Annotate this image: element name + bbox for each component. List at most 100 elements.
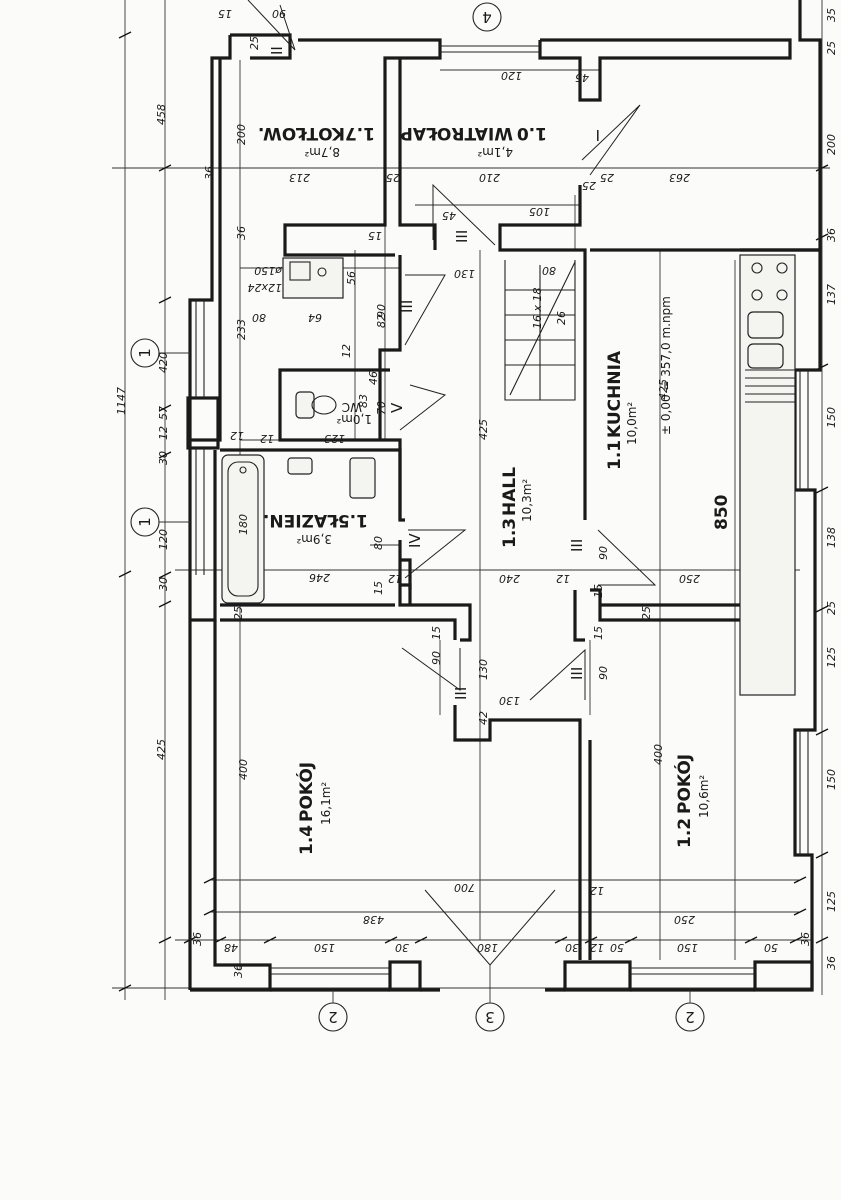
svg-text:130: 130 (454, 267, 475, 280)
svg-text:III: III (568, 539, 586, 552)
svg-text:105: 105 (529, 205, 550, 218)
svg-text:1,0m²: 1,0m² (336, 412, 372, 426)
svg-text:26: 26 (555, 311, 568, 325)
svg-text:16,1m²: 16,1m² (319, 782, 333, 825)
svg-text:700: 700 (454, 881, 475, 894)
svg-text:46: 46 (367, 371, 380, 385)
svg-text:438: 438 (363, 913, 384, 926)
svg-text:ŁAZIEN.: ŁAZIEN. (263, 510, 339, 530)
svg-text:240: 240 (499, 572, 520, 585)
fixtures (221, 254, 796, 696)
svg-text:400: 400 (237, 759, 250, 780)
svg-text:80: 80 (252, 311, 266, 324)
svg-text:15: 15 (430, 626, 443, 640)
svg-text:1.0: 1.0 (517, 123, 547, 143)
svg-text:12: 12 (157, 426, 170, 440)
svg-text:123: 123 (324, 432, 345, 445)
svg-text:8,7m²: 8,7m² (304, 145, 340, 159)
room-labels: 1.0 WIATROŁAP 4,1m² 1.7 KOTŁOW. 8,7m² 1.… (258, 123, 711, 855)
svg-text:25: 25 (248, 36, 261, 50)
svg-text:82: 82 (375, 314, 388, 328)
svg-text:16 x 18: 16 x 18 (531, 288, 544, 330)
svg-text:I: I (596, 126, 600, 144)
svg-text:1.5: 1.5 (338, 510, 368, 530)
svg-text:425: 425 (657, 379, 670, 400)
svg-text:246: 246 (309, 571, 330, 584)
svg-text:III: III (453, 230, 471, 243)
svg-text:II: II (268, 46, 286, 55)
dimension-lines (112, 0, 830, 1000)
svg-text:45: 45 (442, 209, 456, 222)
svg-text:130: 130 (477, 659, 490, 680)
svg-text:1.7: 1.7 (345, 123, 375, 143)
svg-text:83: 83 (357, 394, 370, 408)
svg-text:25: 25 (386, 171, 400, 184)
svg-text:IV: IV (406, 533, 424, 548)
svg-text:36: 36 (825, 228, 838, 242)
svg-text:25: 25 (600, 171, 614, 184)
svg-text:64: 64 (308, 311, 322, 324)
room-label-lazienka: 1.5 ŁAZIEN. 3,9m² (263, 510, 368, 546)
dimension-labels: 458 1147 425 36 200 36 233 420 57 12 30 … (115, 7, 838, 978)
svg-text:HALL: HALL (500, 467, 520, 516)
svg-text:1.4: 1.4 (297, 825, 317, 855)
dimension-ticks (118, 31, 829, 992)
svg-text:KOTŁOW.: KOTŁOW. (258, 123, 345, 143)
svg-text:30: 30 (157, 577, 170, 591)
kitchen-sink (747, 311, 784, 339)
svg-text:36: 36 (203, 166, 216, 180)
svg-text:150: 150 (314, 941, 335, 954)
wc-toilet (295, 391, 315, 419)
svg-text:4: 4 (482, 8, 492, 26)
svg-text:137: 137 (825, 284, 838, 305)
svg-text:35: 35 (825, 8, 838, 22)
svg-text:36: 36 (191, 932, 204, 946)
svg-text:1.2: 1.2 (675, 818, 695, 848)
svg-text:36: 36 (232, 964, 245, 978)
svg-text:25: 25 (232, 606, 245, 620)
svg-text:420: 420 (157, 352, 170, 373)
svg-text:80: 80 (542, 264, 556, 277)
svg-text:15: 15 (218, 7, 232, 20)
svg-text:850: 850 (712, 494, 732, 530)
svg-text:1.3: 1.3 (500, 518, 520, 548)
svg-text:ø150: ø150 (254, 264, 283, 277)
svg-text:150: 150 (825, 769, 838, 790)
svg-text:150: 150 (677, 941, 698, 954)
svg-text:25: 25 (825, 41, 838, 55)
svg-text:50: 50 (764, 941, 778, 954)
svg-text:200: 200 (825, 134, 838, 155)
svg-text:120: 120 (501, 69, 522, 82)
svg-text:458: 458 (155, 104, 168, 125)
svg-text:36: 36 (825, 956, 838, 970)
svg-text:1.1: 1.1 (605, 440, 625, 470)
svg-text:138: 138 (825, 527, 838, 548)
room-label-hall: 1.3 HALL 10,3m² (500, 467, 534, 548)
svg-text:10,6m²: 10,6m² (697, 775, 711, 818)
svg-text:125: 125 (825, 891, 838, 912)
svg-text:57: 57 (157, 406, 170, 420)
svg-text:12: 12 (388, 572, 402, 585)
svg-text:90: 90 (597, 546, 610, 560)
svg-text:200: 200 (235, 124, 248, 145)
svg-text:25: 25 (640, 606, 653, 620)
axis-marker: 2 (675, 1002, 705, 1032)
bathtub (221, 454, 265, 604)
door-swings (247, 0, 657, 966)
svg-text:POKÓJ: POKÓJ (295, 762, 317, 822)
svg-text:10,0m²: 10,0m² (625, 402, 639, 445)
svg-text:III: III (452, 687, 470, 700)
svg-text:25: 25 (825, 601, 838, 615)
svg-text:1: 1 (136, 517, 154, 527)
svg-text:3: 3 (485, 1008, 495, 1026)
svg-text:WC: WC (342, 400, 362, 414)
svg-text:180: 180 (477, 941, 498, 954)
svg-text:10,3m²: 10,3m² (520, 479, 534, 522)
svg-text:50: 50 (610, 941, 624, 954)
svg-text:90: 90 (430, 651, 443, 665)
axis-marker: 4 (472, 2, 502, 32)
axis-marker: 3 (475, 1002, 505, 1032)
svg-text:KUCHNIA: KUCHNIA (605, 350, 625, 438)
svg-text:90: 90 (375, 304, 388, 318)
